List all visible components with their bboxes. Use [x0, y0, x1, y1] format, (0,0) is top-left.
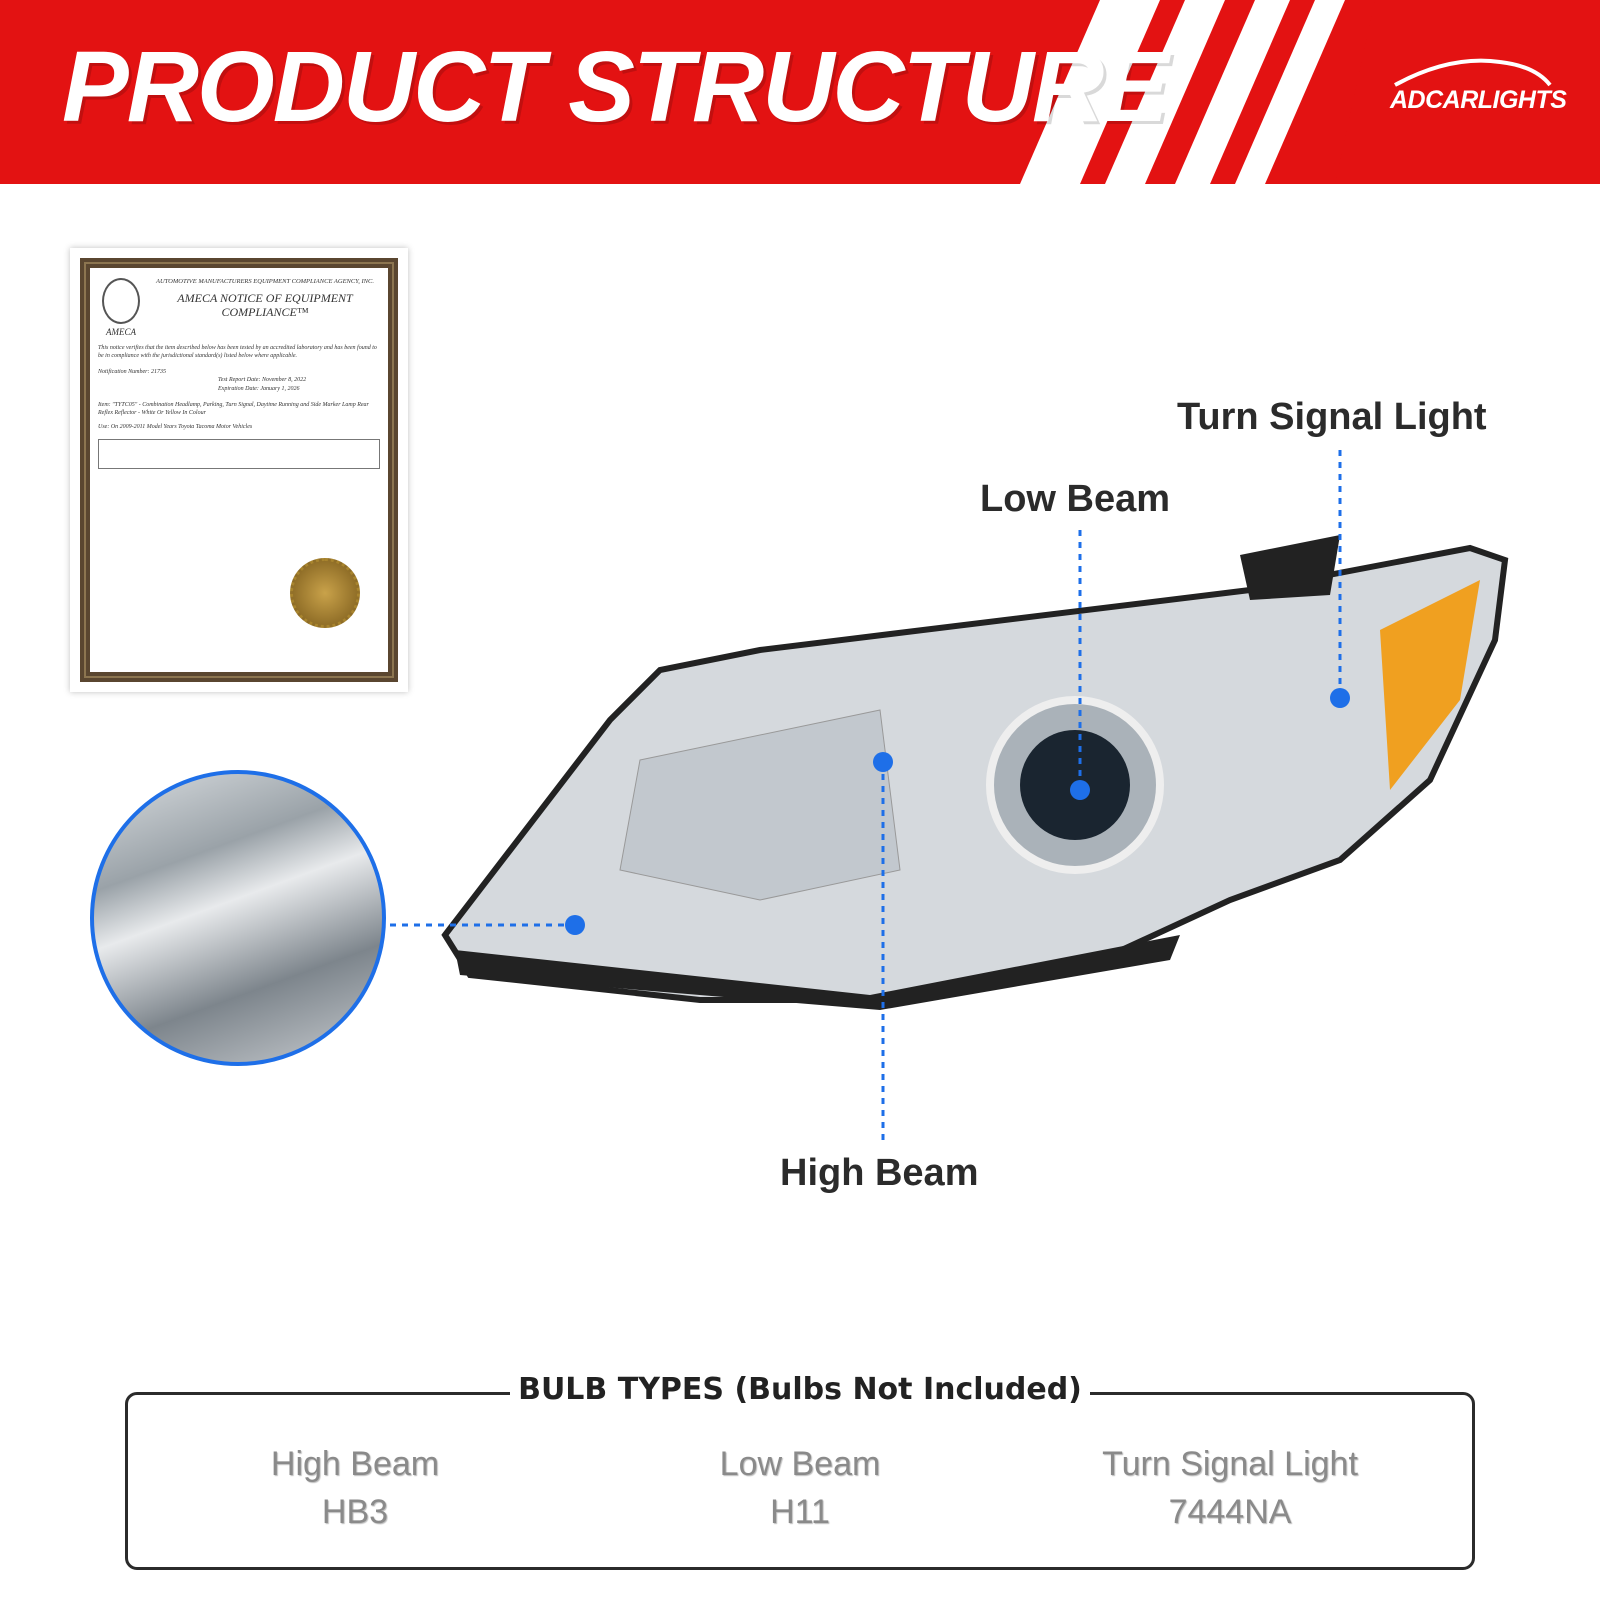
callout-turn-signal: Turn Signal Light: [1177, 396, 1487, 438]
cert-body: This notice verifies that the item descr…: [98, 345, 377, 360]
cert-header: AMECA AUTOMOTIVE MANUFACTURERS EQUIPMENT…: [98, 278, 380, 338]
bulb-types-title: BULB TYPES (Bulbs Not Included): [510, 1372, 1090, 1407]
ameca-certificate: AMECA AUTOMOTIVE MANUFACTURERS EQUIPMENT…: [70, 248, 408, 692]
ameca-logo: AMECA: [98, 278, 144, 338]
bulb-name: High Beam: [270, 1445, 440, 1483]
callout-dots: [565, 688, 1350, 935]
bulb-code: HB3: [321, 1493, 389, 1531]
gold-seal-icon: [290, 558, 360, 628]
amber-reflector: [1380, 580, 1480, 790]
bulb-code: H11: [770, 1493, 830, 1531]
cert-title: AMECA NOTICE OF EQUIPMENT COMPLIANCE™: [177, 290, 353, 320]
high-beam-reflector: [619, 709, 901, 901]
car-logo-icon: [1394, 58, 1552, 87]
lower-trim: [455, 935, 1180, 1010]
mount-bracket: [1240, 535, 1340, 600]
cert-use: Use: On 2009-2011 Model Years Toyota Tac…: [98, 423, 253, 430]
cert-notification: Notification Number: 21735: [98, 369, 166, 376]
header-banner: PRODUCT STRUCTURE ADCARLIGHTS: [0, 0, 1600, 184]
bulb-high-beam: High Beam HB3: [145, 1440, 565, 1536]
bulb-code: 7444NA: [1168, 1493, 1292, 1531]
callout-lines: [390, 450, 1342, 1140]
banner-stripes: [1020, 0, 1600, 184]
dot-marking-closeup: [90, 770, 386, 1066]
ameca-logo-text: AMECA: [106, 327, 136, 337]
bulb-low-beam: Low Beam H11: [590, 1440, 1010, 1536]
ameca-logo-icon: [102, 278, 140, 324]
brand-logo: ADCARLIGHTS: [1390, 86, 1567, 114]
page-title: PRODUCT STRUCTURE: [62, 31, 1169, 143]
headlamp-housing: [441, 544, 1509, 1003]
cert-agency: AUTOMOTIVE MANUFACTURERS EQUIPMENT COMPL…: [156, 278, 374, 285]
callout-low-beam: Low Beam: [980, 478, 1171, 520]
cert-markings-table: [98, 438, 380, 469]
bulb-name: Low Beam: [719, 1445, 881, 1483]
cert-report-date: Test Report Date: November 8, 2022: [218, 377, 307, 384]
cert-item: Item: "TYTC05" - Combination Headlamp, P…: [98, 401, 369, 416]
cert-expiration: Expiration Date: January 1, 2026: [218, 385, 300, 392]
bulb-name: Turn Signal Light: [1102, 1445, 1358, 1483]
bulb-turn-signal: Turn Signal Light 7444NA: [1020, 1440, 1440, 1536]
headlamp-illustration: [390, 450, 1509, 1140]
callout-high-beam: High Beam: [780, 1152, 979, 1194]
